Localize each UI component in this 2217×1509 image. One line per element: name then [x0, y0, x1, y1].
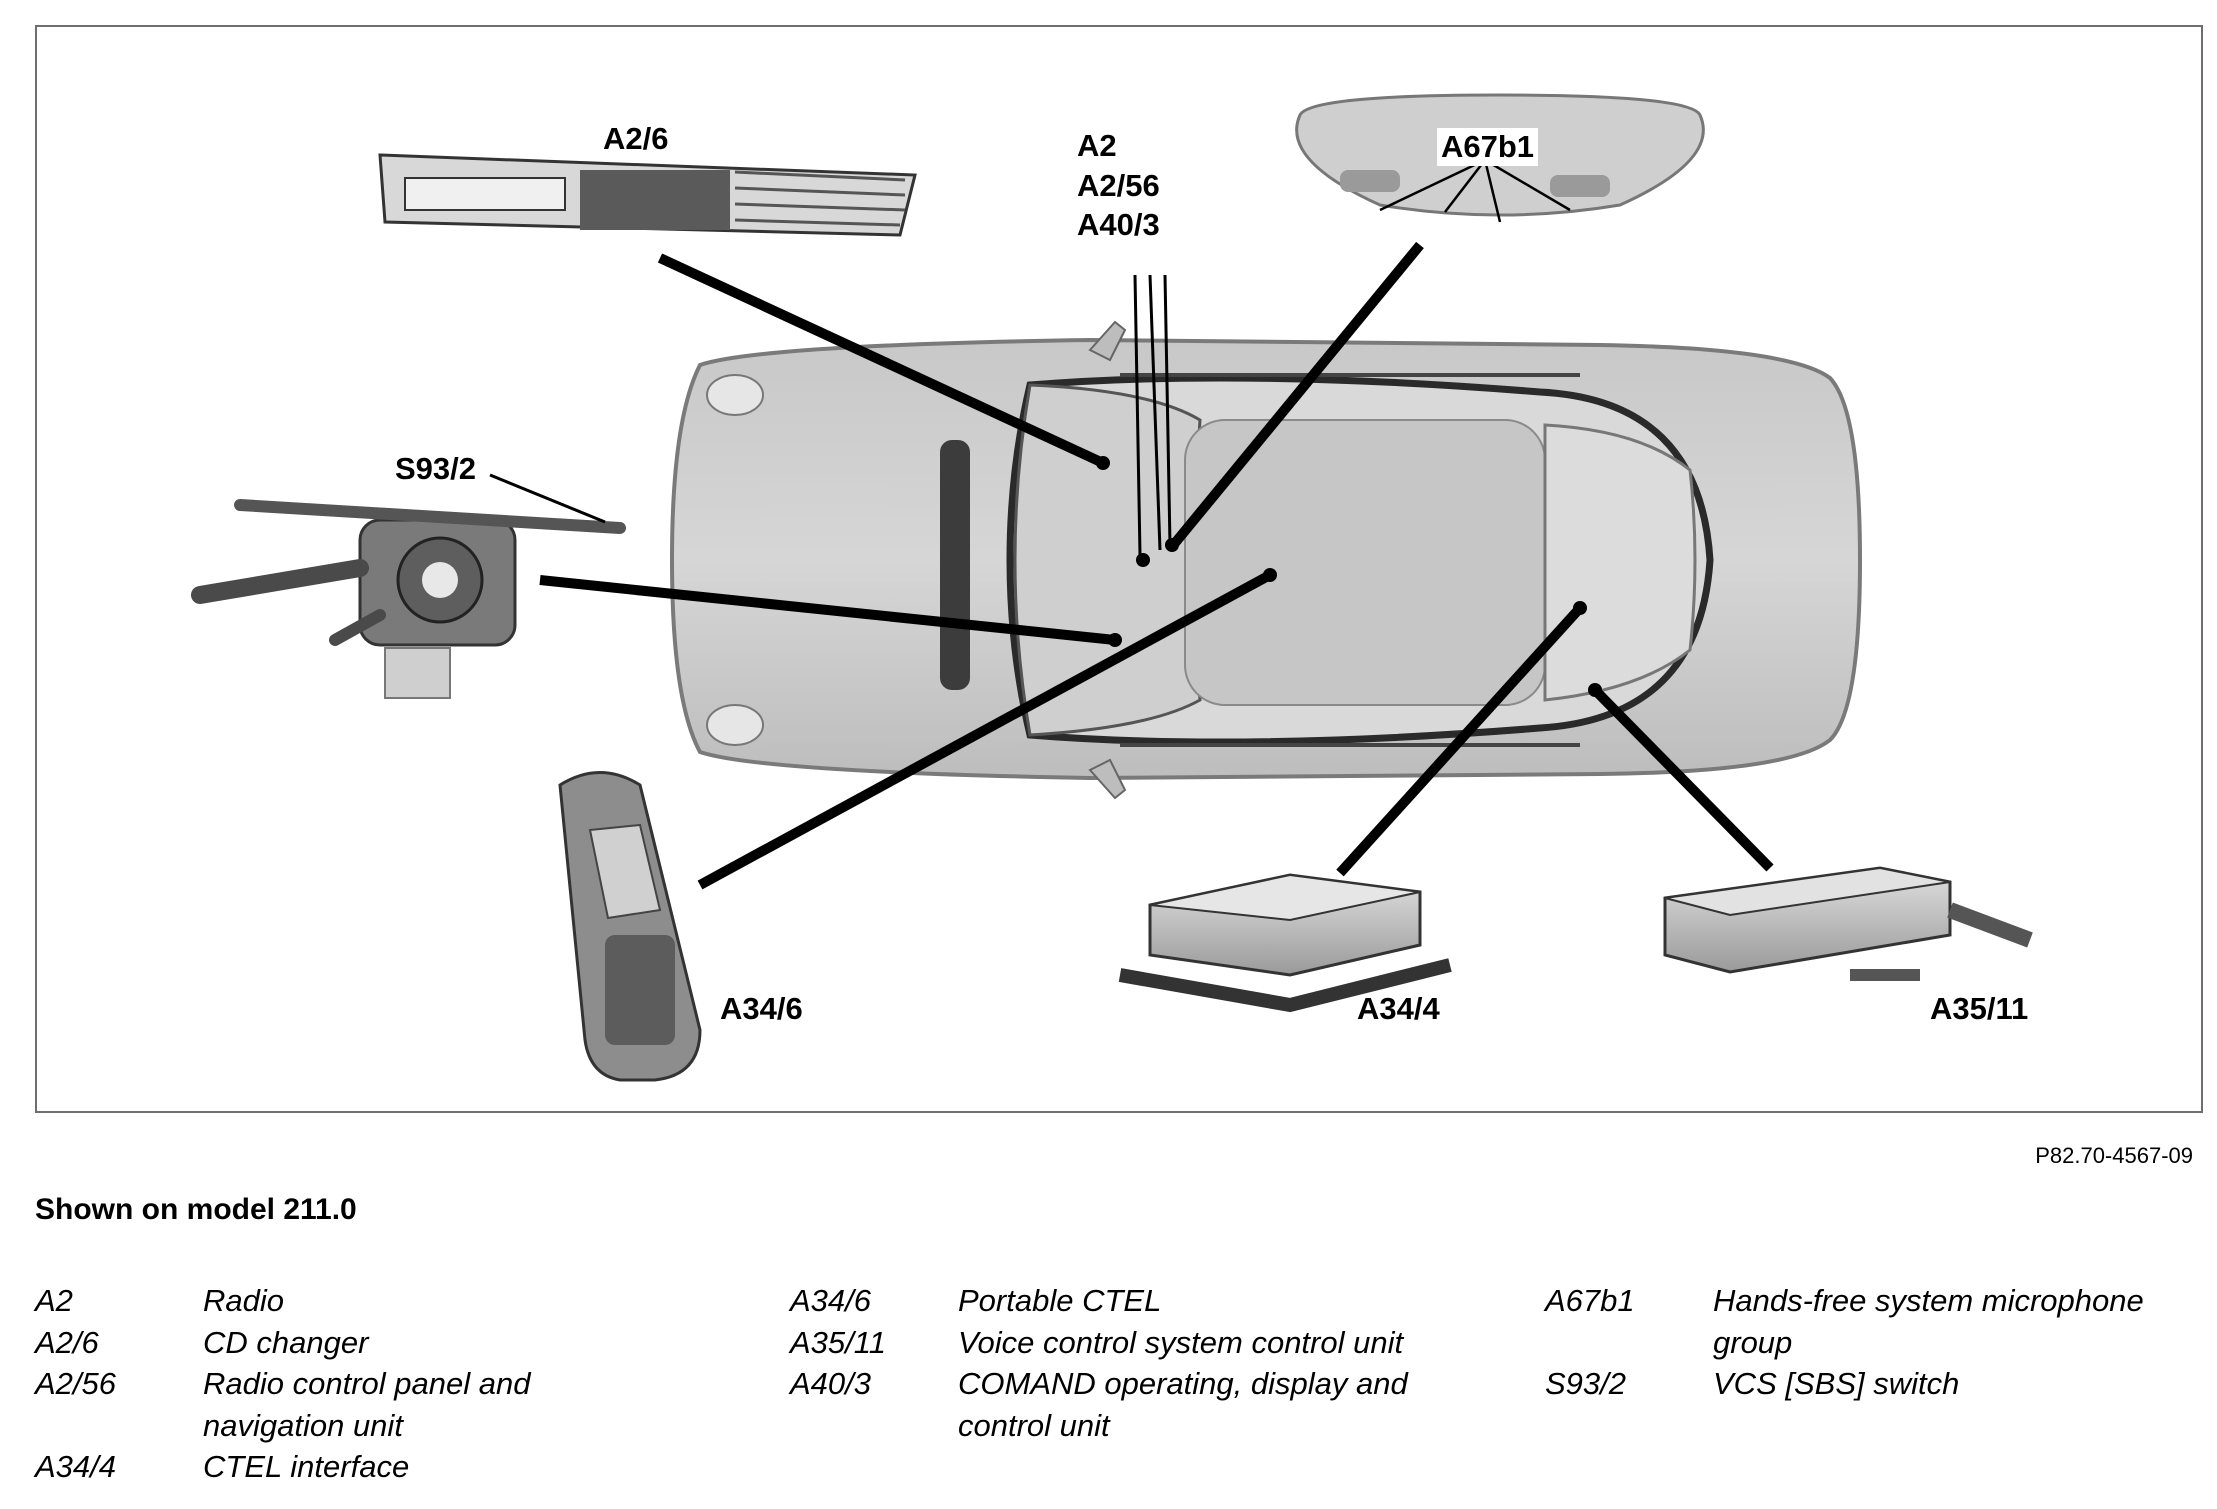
legend-description: Radio — [203, 1283, 284, 1318]
label-s93-2: S93/2 — [395, 451, 477, 486]
leader-points — [1096, 456, 1602, 697]
legend-code: A2 — [35, 1283, 73, 1318]
leader-lines — [489, 158, 1774, 890]
legend-description: Radio control panel and navigation unit — [203, 1366, 531, 1443]
legend-code: A34/4 — [35, 1449, 117, 1484]
legend-item: A34/6 Portable CTEL — [790, 1280, 1458, 1322]
diagram-frame — [35, 25, 2203, 1113]
voice-control-unit-image — [1663, 866, 2033, 981]
ctel-interface-image — [1118, 873, 1452, 1013]
caption: Shown on model 211.0 — [35, 1193, 357, 1226]
legend-item: A2 Radio — [35, 1280, 693, 1322]
label-a40-3: A40/3 — [1077, 207, 1160, 242]
label-a2-6: A2/6 — [603, 121, 669, 156]
legend-description: CD changer — [203, 1324, 369, 1360]
legend-code: A2/6 — [35, 1324, 99, 1360]
legend-code: A35/11 — [790, 1324, 886, 1360]
legend-description: CTEL interface — [203, 1449, 410, 1484]
legend-item: A34/4 CTEL interface — [35, 1446, 693, 1488]
label-a2-56: A2/56 — [1077, 168, 1160, 203]
label-a34-4: A34/4 — [1357, 991, 1440, 1026]
cd-changer-image — [378, 153, 917, 237]
legend-description: Voice control system control unit — [958, 1324, 1404, 1360]
legend-column-3: A67b1 Hands-free system microphone group… — [1545, 1280, 2213, 1405]
label-a67b1: A67b1 — [1437, 128, 1539, 166]
portable-phone-image — [558, 771, 702, 1082]
legend-item: A40/3 COMAND operating, display and cont… — [790, 1363, 1458, 1446]
legend-item: A67b1 Hands-free system microphone group — [1545, 1280, 2213, 1363]
legend-description: VCS [SBS] switch — [1713, 1366, 1960, 1401]
legend-code: A2/56 — [35, 1366, 117, 1401]
label-a34-6: A34/6 — [720, 991, 803, 1026]
legend-item: A2/6 CD changer — [35, 1322, 693, 1364]
legend-code: A40/3 — [790, 1366, 872, 1401]
legend-item: S93/2 VCS [SBS] switch — [1545, 1363, 2213, 1405]
reference-code: P82.70-4567-09 — [2035, 1143, 2193, 1168]
legend-code: A67b1 — [1545, 1283, 1635, 1318]
label-a2: A2 — [1077, 128, 1117, 163]
legend-description: Portable CTEL — [958, 1283, 1162, 1318]
legend-description: Hands-free system microphone group — [1713, 1283, 2144, 1360]
vehicle-top-view — [669, 320, 1863, 800]
diagram-artwork — [191, 93, 2033, 1082]
legend-description: COMAND operating, display and control un… — [958, 1366, 1408, 1443]
legend-item: A35/11 Voice control system control unit — [790, 1322, 1458, 1364]
legend-column-1: A2 Radio A2/6 CD changer A2/56 Radio con… — [35, 1280, 693, 1488]
steering-switch-image — [191, 499, 626, 699]
legend-item: A2/56 Radio control panel and navigation… — [35, 1363, 693, 1446]
legend-column-2: A34/6 Portable CTEL A35/11 Voice control… — [790, 1280, 1458, 1446]
legend-code: S93/2 — [1545, 1366, 1627, 1401]
legend-code: A34/6 — [790, 1283, 872, 1318]
label-a35-11: A35/11 — [1930, 991, 2029, 1026]
